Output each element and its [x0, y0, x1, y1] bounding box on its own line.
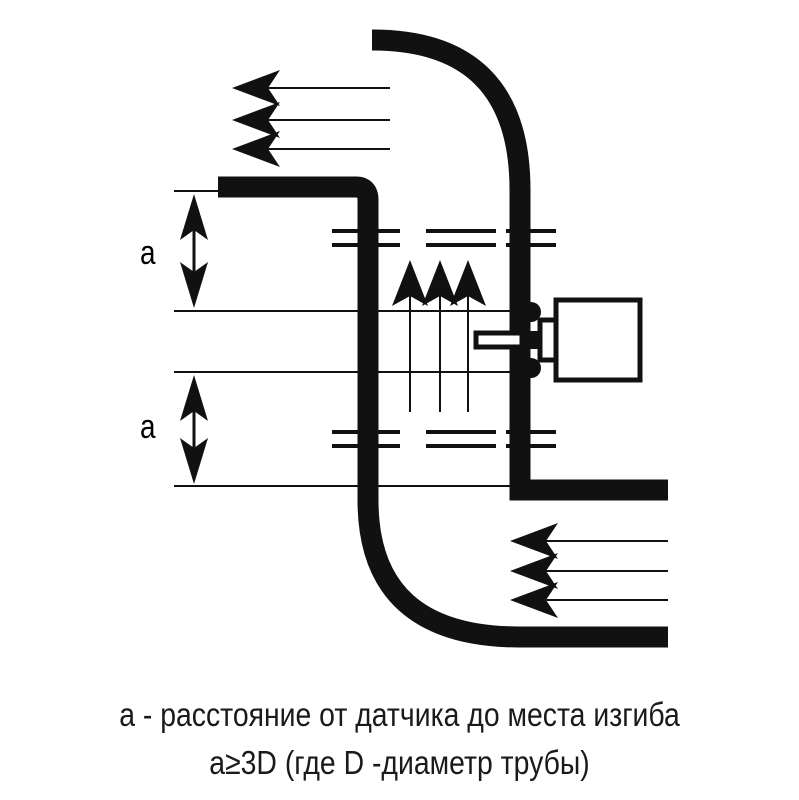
dimension-label-lower: a: [140, 408, 156, 446]
caption-condition: a≥3D (где D -диаметр трубы): [209, 744, 590, 781]
flow-arrows-inner: [392, 260, 486, 412]
outer-pipe-wall: [371, 29, 668, 501]
upper-flange: [332, 229, 556, 247]
inner-pipe-wall: [218, 176, 668, 648]
flow-arrows-bottom: [510, 523, 668, 618]
lower-dimension-arrow: [180, 375, 208, 484]
flow-arrows-top: [232, 70, 390, 167]
upper-dimension-arrow: [180, 194, 208, 308]
caption-definition: a - расстояние от датчика до места изгиб…: [119, 696, 680, 733]
flow-sensor: [473, 297, 643, 383]
dimension-extension-lines: [174, 190, 520, 487]
dimension-label-upper: a: [140, 234, 156, 272]
lower-flange: [332, 430, 556, 448]
